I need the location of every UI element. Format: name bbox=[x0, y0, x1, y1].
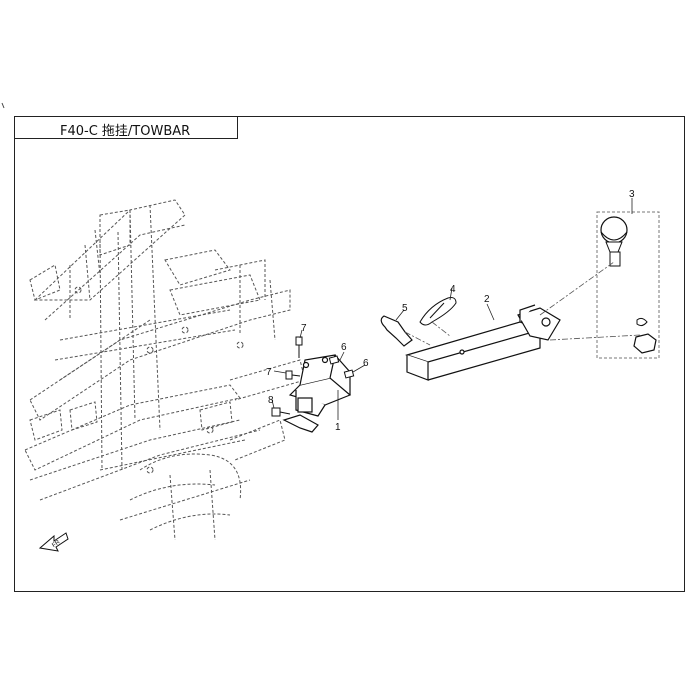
callout-leaders bbox=[271, 198, 633, 420]
callout-1: 1 bbox=[335, 422, 341, 433]
hitch-bracket bbox=[282, 354, 352, 433]
callout-4: 4 bbox=[450, 284, 456, 295]
diagram-title: F40-C 拖挂/TOWBAR bbox=[60, 124, 191, 139]
callout-6a: 6 bbox=[341, 342, 347, 353]
bolt-8 bbox=[271, 407, 291, 417]
tow-bar bbox=[404, 304, 561, 381]
assembly-lines bbox=[404, 261, 641, 346]
callout-8: 8 bbox=[268, 395, 274, 406]
callout-7a: 7 bbox=[301, 323, 307, 334]
callout-7b: 7 bbox=[266, 367, 272, 378]
tow-ball-assembly bbox=[596, 211, 660, 359]
callout-6b: 6 bbox=[363, 358, 369, 369]
cotter-pin bbox=[419, 297, 457, 326]
callout-5: 5 bbox=[402, 303, 408, 314]
bolt-7-group bbox=[285, 336, 303, 380]
front-direction-arrow-icon: FR bbox=[38, 532, 69, 552]
callout-3: 3 bbox=[629, 189, 635, 200]
callout-2: 2 bbox=[484, 294, 490, 305]
title-box bbox=[14, 116, 238, 139]
bolt-6-group bbox=[328, 355, 355, 379]
direction-label: FR bbox=[51, 539, 62, 549]
vehicle-frame bbox=[24, 199, 306, 541]
diagram-frame bbox=[14, 116, 685, 592]
hitch-pin bbox=[380, 315, 413, 347]
